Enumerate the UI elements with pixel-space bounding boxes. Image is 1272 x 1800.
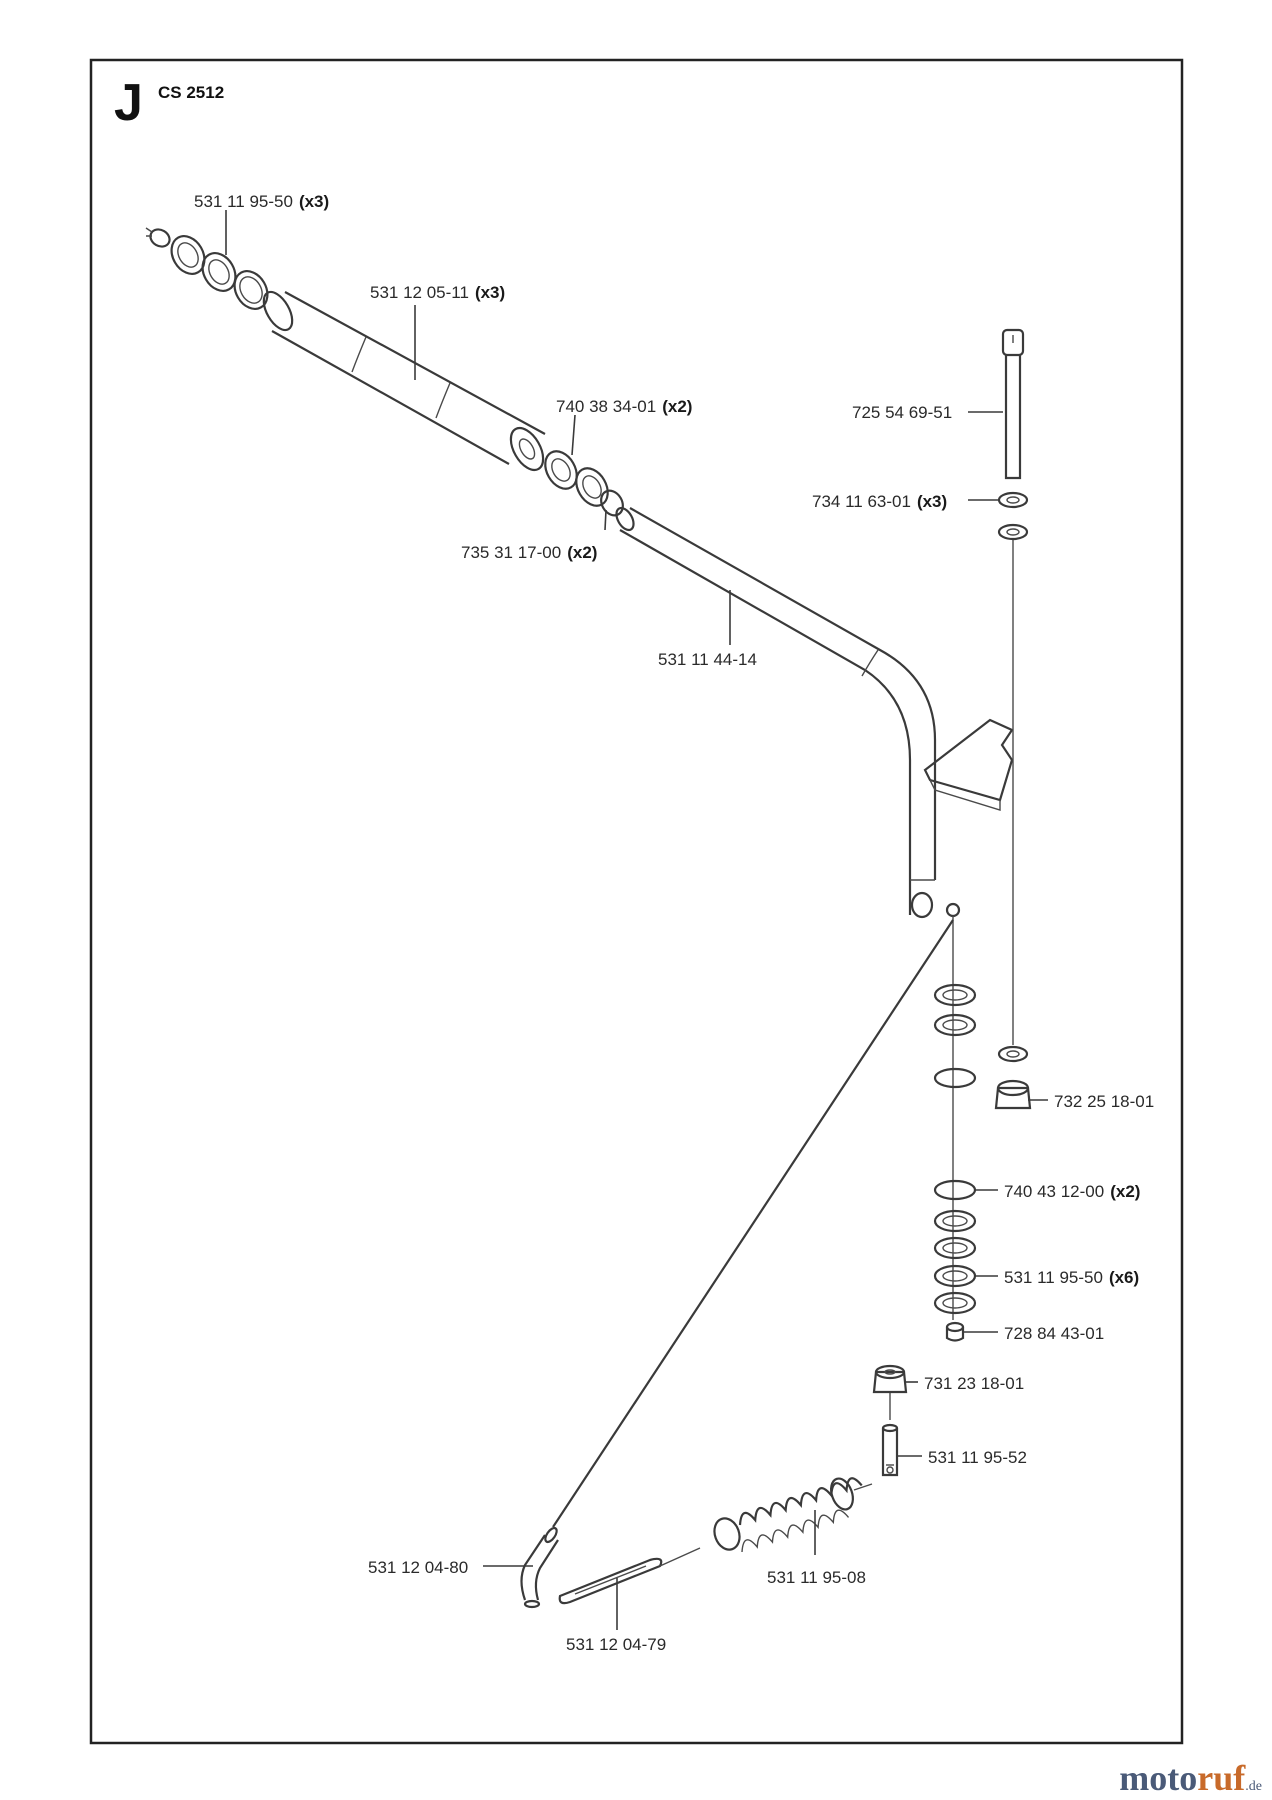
roller-sleeves (262, 290, 546, 472)
section-letter: J (114, 74, 143, 132)
circlip-upper-left (145, 227, 171, 248)
label-731-23-18-01: 731 23 18-01 (924, 1374, 1024, 1393)
label-531-12-04-80: 531 12 04-80 (368, 1558, 468, 1577)
shaft-washer-4 (933, 1236, 977, 1260)
label-725-54-69-51: 725 54 69-51 (852, 403, 952, 422)
shaft-washer-1 (933, 983, 977, 1007)
shaft-washer-3 (933, 1209, 977, 1233)
washer-upper-2 (201, 252, 237, 292)
label-740-38-34-01: 740 38 34-01(x2) (556, 397, 692, 416)
oring-2 (933, 1179, 977, 1201)
bolt-washer-2 (997, 523, 1029, 541)
bolt-washer-3 (997, 1045, 1029, 1063)
label-531-11-95-50-x6: 531 11 95-50(x6) (1004, 1268, 1139, 1287)
bolt-washer-1 (997, 491, 1029, 509)
link-rod (520, 919, 954, 1609)
bolt (1001, 328, 1025, 480)
hex-nut (872, 1364, 908, 1394)
label-740-43-12-00: 740 43 12-00(x2) (1004, 1182, 1140, 1201)
washer-upper-1 (170, 235, 206, 275)
locknut (994, 1079, 1032, 1110)
cap (945, 1321, 965, 1342)
label-734-11-63-01: 734 11 63-01(x3) (812, 492, 947, 511)
tension-spring (713, 1477, 873, 1553)
model-label: CS 2512 (158, 83, 224, 102)
oring-1 (933, 1067, 977, 1089)
slotted-link (558, 1547, 701, 1605)
shaft-washer-2 (933, 1013, 977, 1037)
label-531-11-95-52: 531 11 95-52 (928, 1448, 1027, 1467)
clevis-pin (881, 1423, 899, 1477)
shaft-washer-5 (933, 1264, 977, 1288)
label-531-12-05-11: 531 12 05-11(x3) (370, 283, 505, 302)
bearing-washer-1 (544, 450, 578, 490)
motoruf-watermark: motoruf.de (1119, 1758, 1262, 1798)
label-531-11-95-08: 531 11 95-08 (767, 1568, 866, 1587)
label-732-25-18-01: 732 25 18-01 (1054, 1092, 1154, 1111)
washer-upper-3 (233, 270, 269, 310)
label-531-11-95-50-x3: 531 11 95-50(x3) (194, 192, 329, 211)
label-531-12-04-79: 531 12 04-79 (566, 1635, 666, 1654)
leader-lines (225, 210, 1048, 1630)
circlip-lower (600, 489, 624, 517)
diagram-frame (89, 58, 1184, 1745)
label-728-84-43-01: 728 84 43-01 (1004, 1324, 1104, 1343)
label-531-11-44-14: 531 11 44-14 (658, 650, 757, 669)
label-735-31-17-00: 735 31 17-00(x2) (461, 543, 597, 562)
bent-shaft (615, 506, 1014, 919)
shaft-washer-6 (933, 1291, 977, 1315)
